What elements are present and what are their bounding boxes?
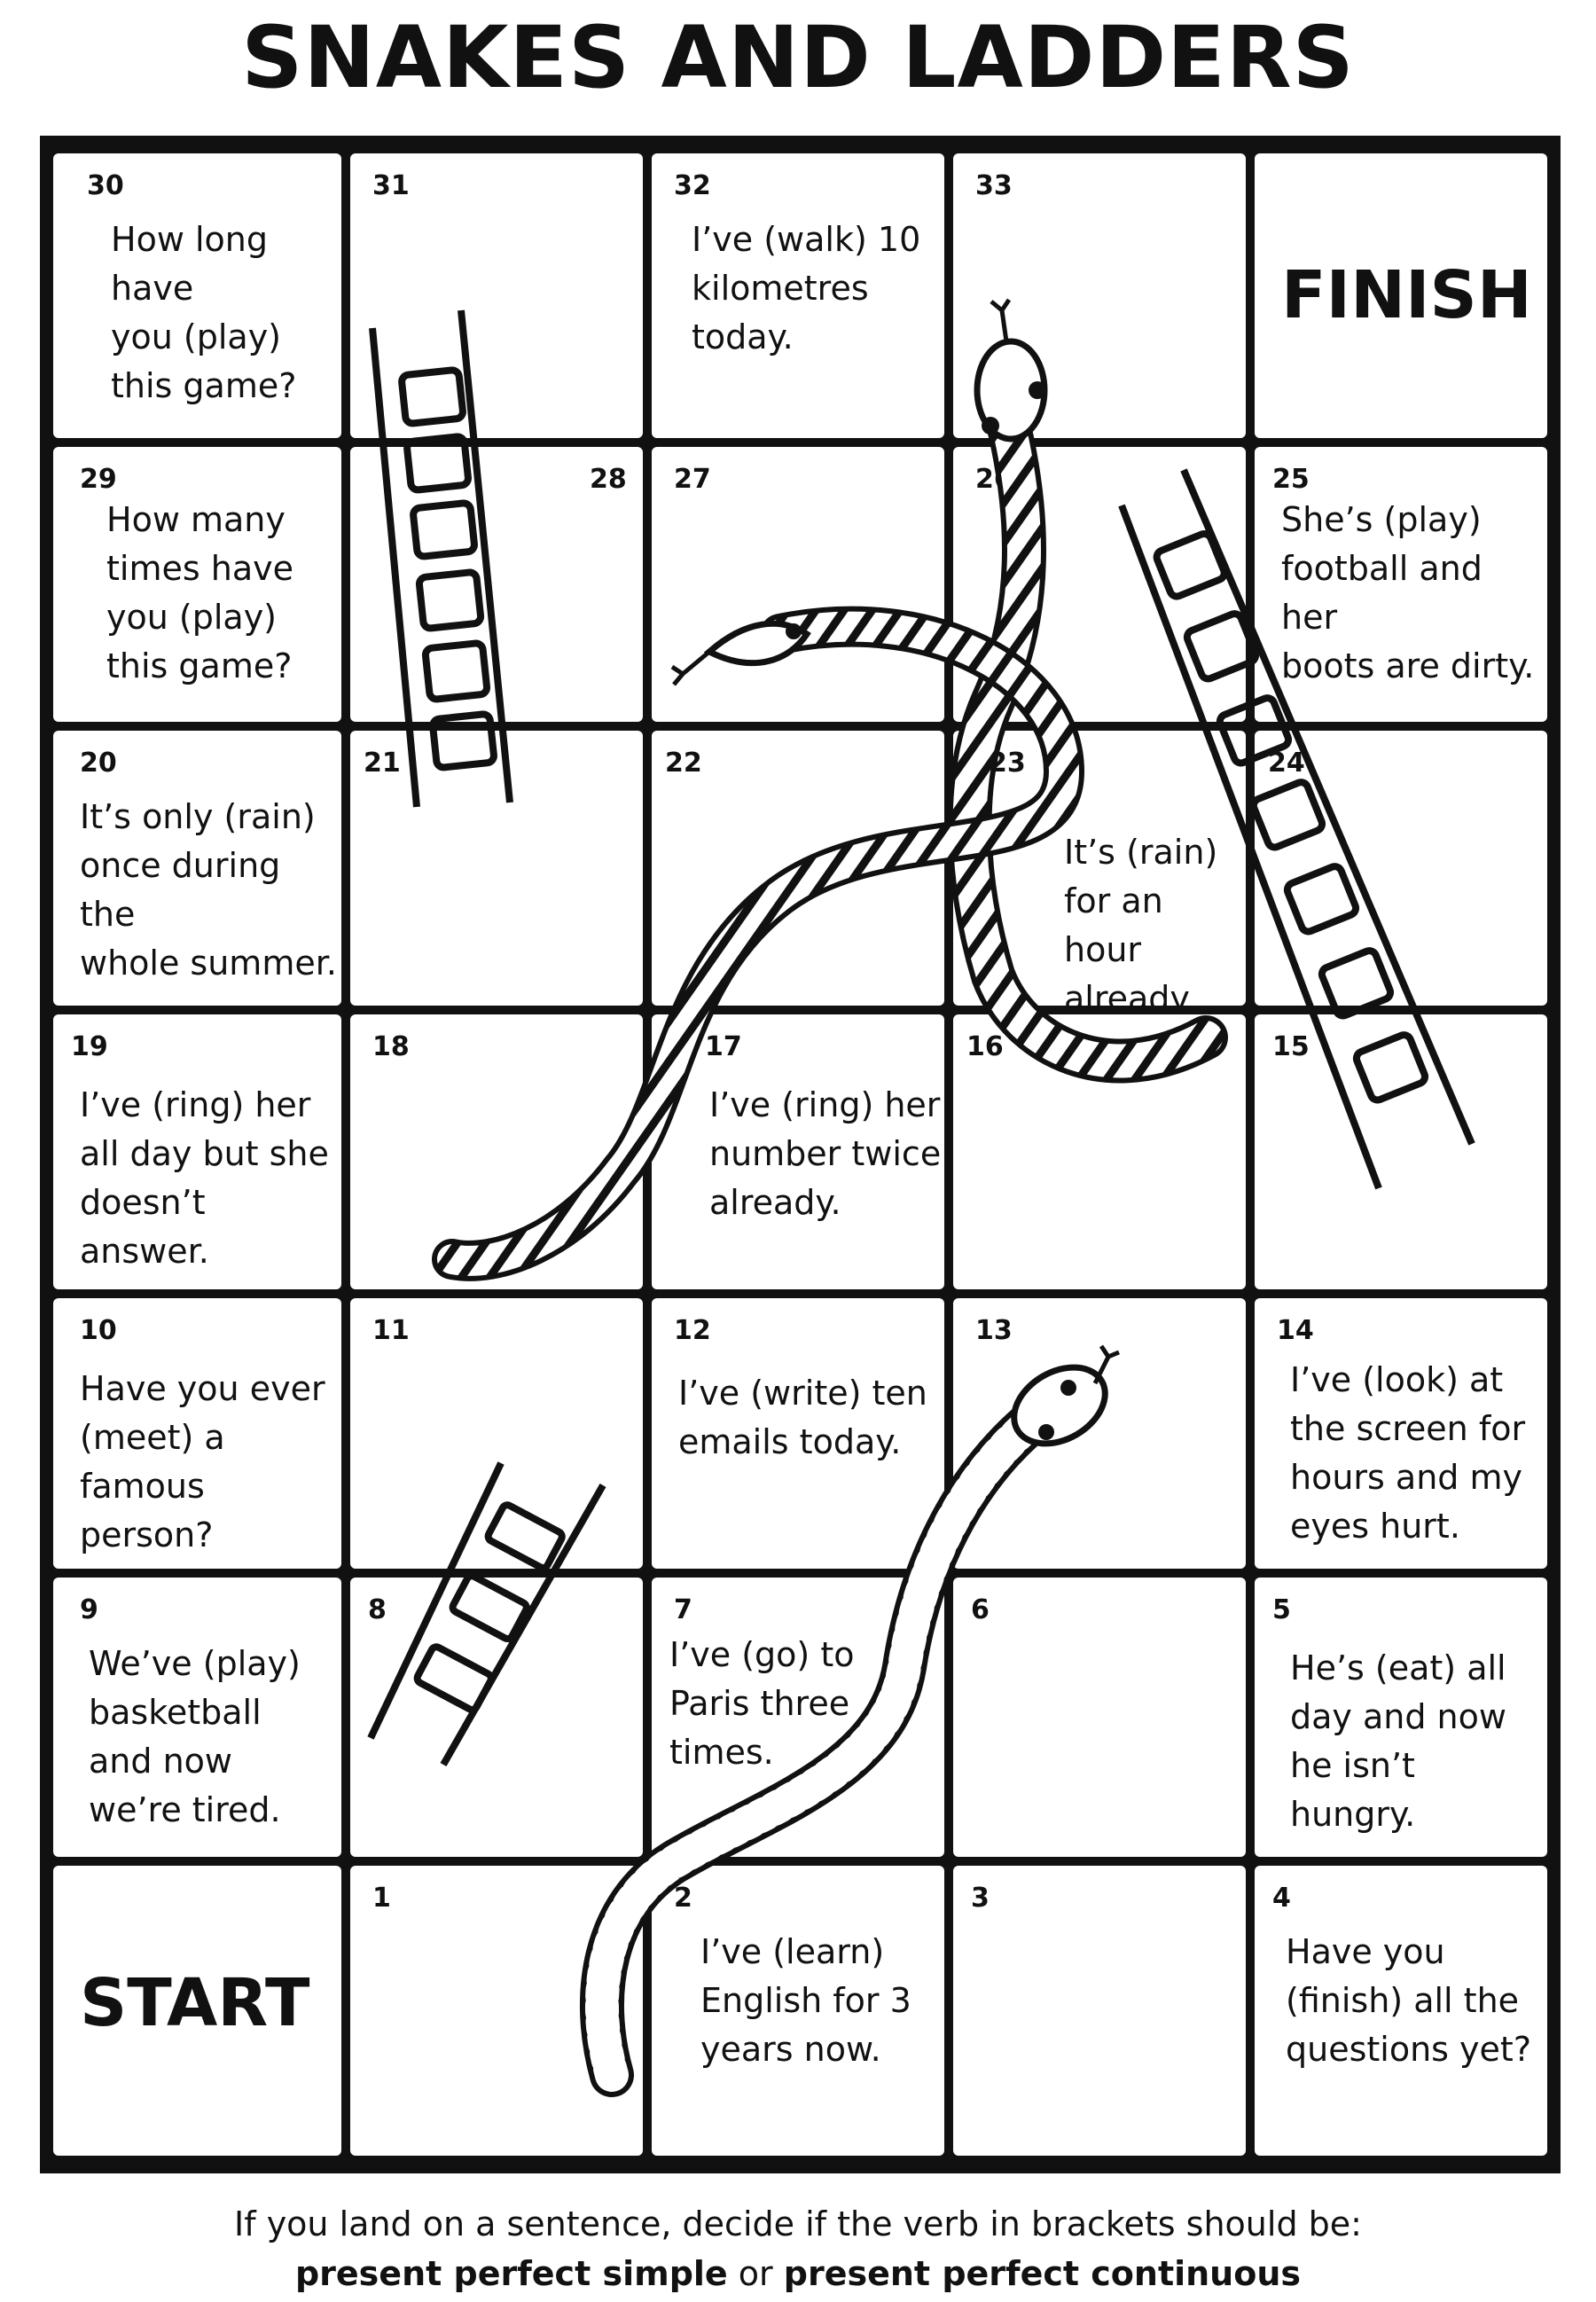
square-sentence: How long have you (play) this game? xyxy=(111,220,297,405)
square-sentence: I’ve (look) at the screen for hours and … xyxy=(1290,1360,1526,1546)
square-number: 32 xyxy=(674,170,711,201)
option-simple: present perfect simple xyxy=(294,2254,728,2293)
square-number: 9 xyxy=(80,1594,98,1625)
game-board: 30 How long have you (play) this game? 3… xyxy=(40,136,1561,2173)
square-number: 15 xyxy=(1272,1031,1310,1062)
square-22[interactable]: 22 xyxy=(652,731,944,1006)
square-number: 20 xyxy=(80,748,117,779)
square-start[interactable]: START xyxy=(53,1866,341,2156)
square-23[interactable]: 23 It’s (rain) for an hour already. xyxy=(953,731,1246,1018)
square-sentence: It’s (rain) for an hour already. xyxy=(1064,833,1218,1018)
square-number: 2 xyxy=(674,1883,692,1914)
square-finish[interactable]: FINISH xyxy=(1255,153,1547,438)
square-12[interactable]: 12 I’ve (write) ten emails today. xyxy=(652,1298,944,1569)
option-continuous: present perfect continuous xyxy=(783,2254,1302,2293)
square-number: 29 xyxy=(80,464,117,495)
square-number: 6 xyxy=(971,1594,990,1625)
square-sentence: We’ve (play) basketball and now we’re ti… xyxy=(89,1644,301,1829)
square-30[interactable]: 30 How long have you (play) this game? xyxy=(53,153,341,438)
square-sentence: I’ve (write) ten emails today. xyxy=(678,1374,927,1461)
square-sentence: He’s (eat) all day and now he isn’t hung… xyxy=(1290,1648,1506,1834)
square-number: 30 xyxy=(87,170,124,201)
square-24[interactable]: 24 xyxy=(1255,731,1547,1006)
square-sentence: Have you (finish) all the questions yet? xyxy=(1286,1932,1531,2069)
square-14[interactable]: 14 I’ve (look) at the screen for hours a… xyxy=(1255,1298,1547,1569)
square-number: 8 xyxy=(368,1594,387,1625)
square-number: 17 xyxy=(705,1031,742,1062)
square-number: 23 xyxy=(989,748,1026,779)
square-32[interactable]: 32 I’ve (walk) 10 kilometres today. xyxy=(652,153,944,438)
square-number: 13 xyxy=(975,1315,1013,1346)
square-number: 26 xyxy=(975,464,1013,495)
square-sentence: I’ve (go) to Paris three times. xyxy=(669,1635,855,1772)
square-28[interactable]: 28 xyxy=(350,447,643,722)
square-number: 4 xyxy=(1272,1883,1291,1914)
square-number: 19 xyxy=(71,1031,108,1062)
square-16[interactable]: 16 xyxy=(953,1014,1246,1289)
start-label: START xyxy=(80,1965,310,2041)
square-7[interactable]: 7 I’ve (go) to Paris three times. xyxy=(652,1578,944,1857)
square-13[interactable]: 13 xyxy=(953,1298,1246,1569)
square-21[interactable]: 21 xyxy=(350,731,643,1006)
square-number: 27 xyxy=(674,464,711,495)
square-sentence: I’ve (ring) her all day but she doesn’t … xyxy=(80,1085,329,1271)
instructions: If you land on a sentence, decide if the… xyxy=(0,2199,1596,2298)
square-29[interactable]: 29 How many times have you (play) this g… xyxy=(53,447,341,722)
instructions-options: present perfect simple or present perfec… xyxy=(0,2249,1596,2298)
square-10[interactable]: 10 Have you ever (meet) a famous person? xyxy=(53,1298,341,1569)
square-number: 14 xyxy=(1277,1315,1314,1346)
square-number: 12 xyxy=(674,1315,711,1346)
square-11[interactable]: 11 xyxy=(350,1298,643,1569)
square-5[interactable]: 5 He’s (eat) all day and now he isn’t hu… xyxy=(1255,1578,1547,1857)
square-sentence: It’s only (rain) once during the whole s… xyxy=(80,797,337,983)
square-sentence: How many times have you (play) this game… xyxy=(106,500,293,685)
square-sentence: Have you ever (meet) a famous person? xyxy=(80,1369,325,1554)
square-9[interactable]: 9 We’ve (play) basketball and now we’re … xyxy=(53,1578,341,1857)
square-31[interactable]: 31 xyxy=(350,153,643,438)
square-number: 31 xyxy=(372,170,410,201)
square-number: 25 xyxy=(1272,464,1310,495)
square-number: 10 xyxy=(80,1315,117,1346)
square-6[interactable]: 6 xyxy=(953,1578,1246,1857)
square-sentence: I’ve (learn) English for 3 years now. xyxy=(700,1932,911,2069)
square-number: 24 xyxy=(1268,748,1305,779)
square-number: 1 xyxy=(372,1883,391,1914)
square-3[interactable]: 3 xyxy=(953,1866,1246,2156)
page-title: SNAKES AND LADDERS xyxy=(241,8,1355,107)
square-1[interactable]: 1 xyxy=(350,1866,643,2156)
square-number: 16 xyxy=(966,1031,1004,1062)
square-number: 3 xyxy=(971,1883,990,1914)
square-19[interactable]: 19 I’ve (ring) her all day but she doesn… xyxy=(53,1014,341,1289)
square-number: 33 xyxy=(975,170,1013,201)
square-sentence: I’ve (walk) 10 kilometres today. xyxy=(692,220,921,356)
square-number: 11 xyxy=(372,1315,410,1346)
square-number: 5 xyxy=(1272,1594,1291,1625)
square-4[interactable]: 4 Have you (finish) all the questions ye… xyxy=(1255,1866,1547,2156)
square-18[interactable]: 18 xyxy=(350,1014,643,1289)
square-8[interactable]: 8 xyxy=(350,1578,643,1857)
finish-label: FINISH xyxy=(1281,257,1532,333)
instructions-line: If you land on a sentence, decide if the… xyxy=(234,2204,1362,2243)
square-2[interactable]: 2 I’ve (learn) English for 3 years now. xyxy=(652,1866,944,2156)
square-number: 28 xyxy=(590,464,627,495)
square-25[interactable]: 25 She’s (play) football and her boots a… xyxy=(1255,447,1547,722)
square-20[interactable]: 20 It’s only (rain) once during the whol… xyxy=(53,731,341,1006)
square-27[interactable]: 27 xyxy=(652,447,944,722)
square-33[interactable]: 33 xyxy=(953,153,1246,438)
square-17[interactable]: 17 I’ve (ring) her number twice already. xyxy=(652,1014,944,1289)
square-number: 7 xyxy=(674,1594,692,1625)
square-sentence: I’ve (ring) her number twice already. xyxy=(709,1085,942,1222)
square-15[interactable]: 15 xyxy=(1255,1014,1547,1289)
square-number: 22 xyxy=(665,748,702,779)
option-connector: or xyxy=(738,2254,773,2293)
square-26[interactable]: 26 xyxy=(953,447,1246,722)
square-number: 18 xyxy=(372,1031,410,1062)
square-number: 21 xyxy=(364,748,401,779)
square-sentence: She’s (play) football and her boots are … xyxy=(1281,500,1535,685)
